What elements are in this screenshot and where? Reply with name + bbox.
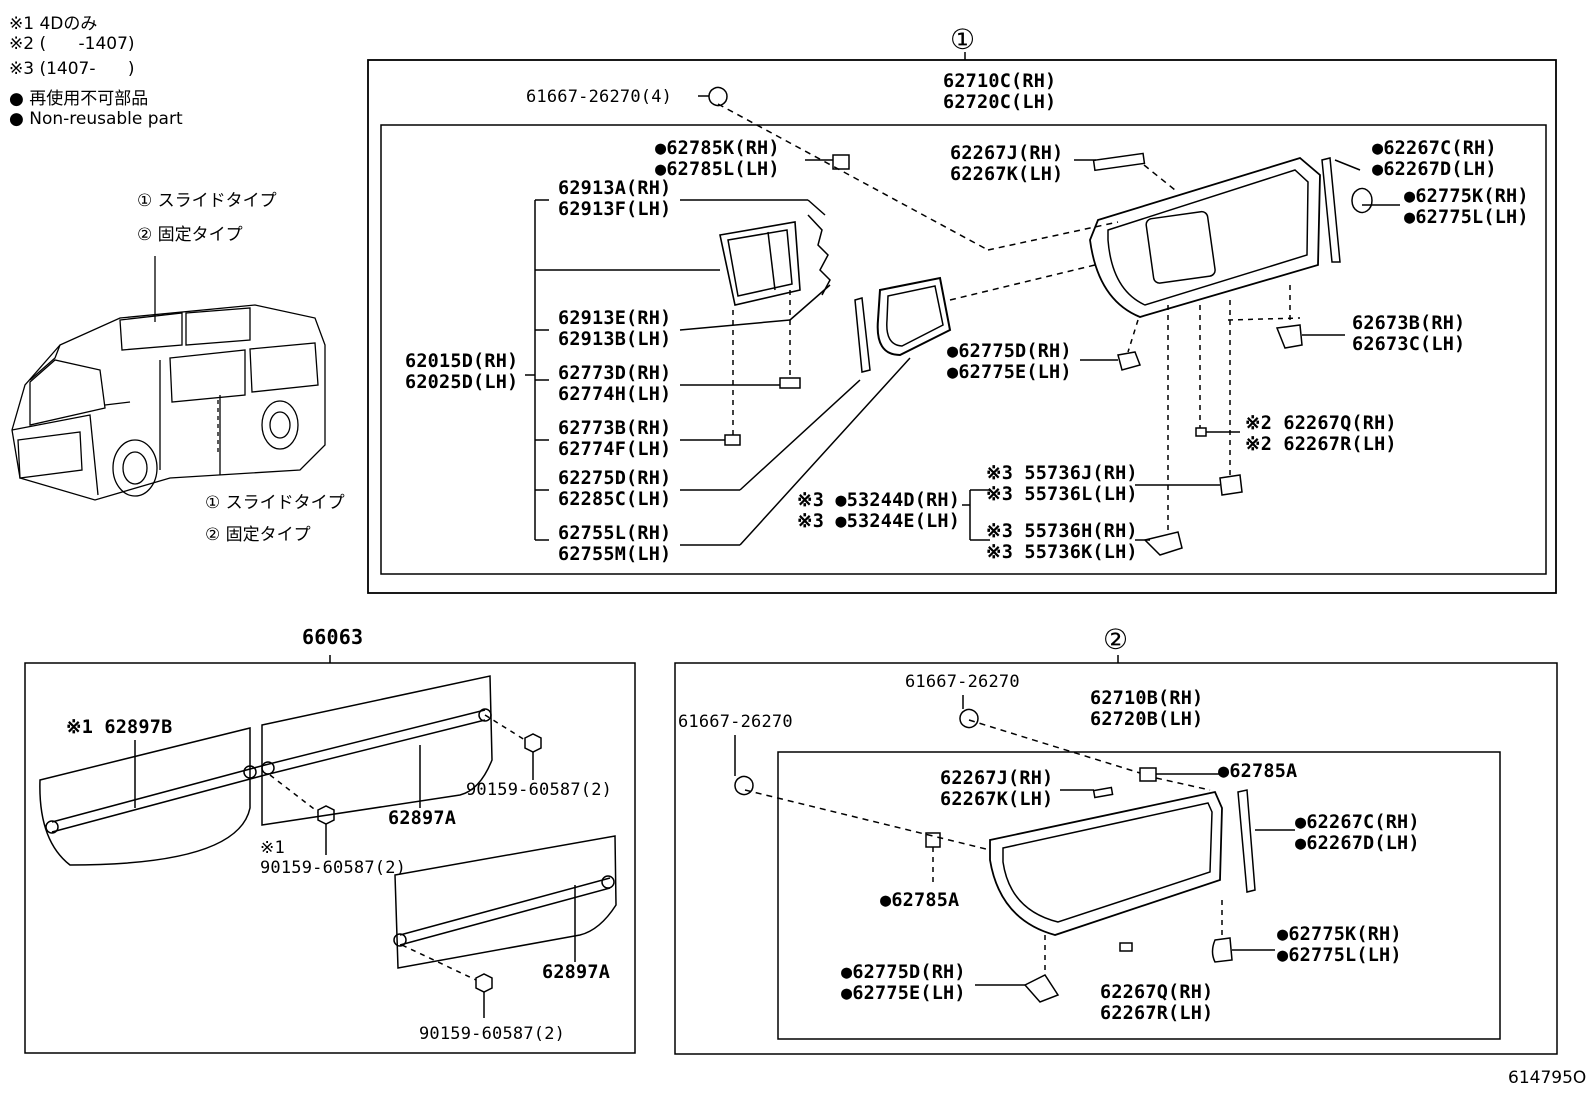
section1-inner-frame — [380, 124, 1547, 575]
part-62267C-62267D: ●62267C(RH) ●62267D(LH) — [1372, 138, 1497, 180]
part-62275D-62285C: 62275D(RH) 62285C(LH) — [558, 468, 672, 510]
part-62897B: ※1 62897B — [66, 717, 173, 738]
part-61667-26270-left: 61667-26270 — [678, 712, 793, 732]
part-62673B-62673C: 62673B(RH) 62673C(LH) — [1352, 313, 1466, 355]
part-62755L-62755M: 62755L(RH) 62755M(LH) — [558, 523, 672, 565]
part-62913A-62913F: 62913A(RH) 62913F(LH) — [558, 178, 672, 220]
part-62775D-62775E: ●62775D(RH) ●62775E(LH) — [947, 341, 1072, 383]
part-62015D-62025D: 62015D(RH) 62025D(LH) — [405, 351, 519, 393]
part-62773D-62774H: 62773D(RH) 62774H(LH) — [558, 363, 672, 405]
section-marker-1: ① — [950, 23, 976, 56]
part-62913E-62913B: 62913E(RH) 62913B(LH) — [558, 308, 672, 350]
van-illustration — [11, 256, 326, 501]
type-fixed-label-bottom: ② 固定タイプ — [205, 525, 311, 545]
diagram-code: 614795O — [1508, 1068, 1587, 1088]
non-reusable-en: ● Non-reusable part — [9, 109, 183, 129]
type-slide-label-top: ① スライドタイプ — [137, 191, 277, 211]
part-62710B-62720B: 62710B(RH) 62720B(LH) — [1090, 688, 1204, 730]
note-1: ※1 4Dのみ — [9, 14, 98, 34]
part-62267J-62267K-s2: 62267J(RH) 62267K(LH) — [940, 768, 1054, 810]
type-fixed-label-top: ② 固定タイプ — [137, 225, 243, 245]
part-62267Q-62267R-s2: 62267Q(RH) 62267R(LH) — [1100, 982, 1214, 1024]
section2-outer-frame — [674, 662, 1558, 1055]
section2-drawing — [734, 695, 1295, 1003]
part-53244D-53244E: ※3 ●53244D(RH) ※3 ●53244E(LH) — [797, 490, 961, 532]
part-90159-60587-a: 90159-60587(2) — [466, 780, 613, 800]
part-62785A-lower: ●62785A — [880, 890, 960, 911]
note-3: ※3 (1407- ) — [9, 59, 135, 79]
part-55736H-55736K: ※3 55736H(RH) ※3 55736K(LH) — [986, 521, 1138, 563]
part-62775K-62775L-s2: ●62775K(RH) ●62775L(LH) — [1277, 924, 1402, 966]
section1-drawing — [525, 86, 1400, 556]
type-slide-label-bottom: ① スライドタイプ — [205, 493, 345, 513]
part-62897A-upper: 62897A — [388, 808, 457, 829]
part-62775D-62775E-s2: ●62775D(RH) ●62775E(LH) — [841, 962, 966, 1004]
part-62710C-62720C: 62710C(RH) 62720C(LH) — [943, 71, 1057, 113]
part-55736J-55736L: ※3 55736J(RH) ※3 55736L(LH) — [986, 463, 1138, 505]
part-90159-60587-b: ※1 90159-60587(2) — [260, 838, 407, 878]
part-62775K-62775L: ●62775K(RH) ●62775L(LH) — [1404, 186, 1529, 228]
part-62785K-62785L: ●62785K(RH) ●62785L(LH) — [655, 138, 780, 180]
part-61667-26270-upper: 61667-26270 — [905, 672, 1020, 692]
rear-quarter-glass — [1089, 156, 1321, 318]
section1-outer-frame — [367, 59, 1557, 594]
part-61667-26270-4: 61667-26270(4) — [526, 87, 673, 107]
non-reusable-jp: ● 再使用不可部品 — [9, 89, 149, 109]
section2-inner-frame — [777, 751, 1501, 1040]
note-2: ※2 ( -1407) — [9, 34, 135, 54]
section-marker-66063: 66063 — [302, 625, 364, 649]
part-62267Q-62267R: ※2 62267Q(RH) ※2 62267R(LH) — [1245, 413, 1397, 455]
section3-drawing — [39, 675, 617, 1018]
part-62267C-62267D-s2: ●62267C(RH) ●62267D(LH) — [1295, 812, 1420, 854]
part-62267J-62267K: 62267J(RH) 62267K(LH) — [950, 143, 1064, 185]
part-62785A-upper: ●62785A — [1218, 761, 1298, 782]
part-62773B-62774F: 62773B(RH) 62774F(LH) — [558, 418, 672, 460]
part-62897A-lower: 62897A — [542, 962, 611, 983]
part-90159-60587-c: 90159-60587(2) — [419, 1024, 566, 1044]
section-marker-2: ② — [1103, 623, 1129, 656]
fixed-quarter-glass — [989, 790, 1223, 936]
